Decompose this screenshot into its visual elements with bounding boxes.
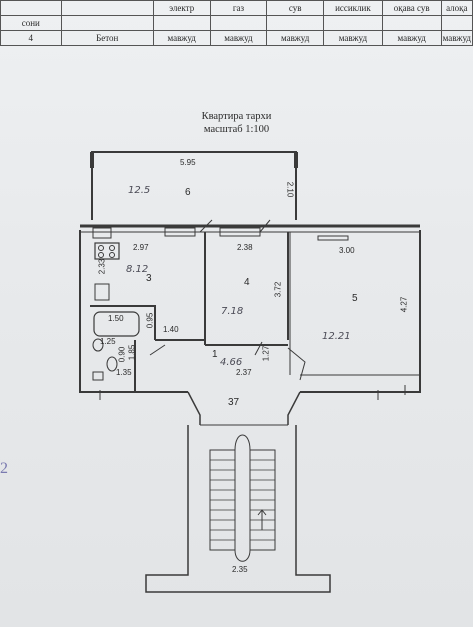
dim-room4-width: 2.38 — [237, 243, 253, 252]
outer-wall-left — [79, 230, 188, 393]
dim-hall-width: 1.40 — [163, 325, 179, 334]
kitchen-sink — [94, 283, 110, 301]
dim-balcony-width: 5.95 — [180, 158, 196, 167]
room-number-balcony: 6 — [185, 187, 191, 198]
margin-mark: 2 — [0, 460, 8, 477]
handwritten-room5-area: 12.21 — [322, 331, 351, 342]
dim-room5-depth: 4.27 — [399, 296, 409, 313]
burner — [98, 245, 104, 251]
plan-title: Квартира тархи — [201, 111, 272, 122]
dim-balcony-depth: 2.10 — [285, 181, 295, 198]
door-swing — [199, 219, 213, 233]
table-cell: мавжуд — [209, 30, 268, 46]
table-row: 4 Бетон мавжуд мавжуд мавжуд мавжуд мавж… — [0, 30, 473, 46]
stair-treads — [210, 459, 275, 541]
stair-direction-arrow — [257, 509, 267, 530]
bathtub — [93, 311, 140, 337]
property-info-table: электр газ сув иссиклик оқава сув алоқа … — [0, 0, 473, 46]
dim-stair-width: 2.35 — [232, 565, 248, 574]
handwritten-hall-area: 4.66 — [220, 357, 243, 368]
door-swing — [254, 341, 263, 356]
burner — [109, 252, 115, 258]
basin — [92, 338, 104, 352]
table-cell: мавжуд — [440, 30, 473, 46]
radiator — [317, 235, 349, 241]
dim-bath-depth: 0.95 — [145, 312, 155, 329]
dim-kitchen-width: 2.97 — [133, 243, 149, 252]
toilet — [106, 356, 118, 372]
handwritten-balcony-area: 12.5 — [128, 185, 151, 196]
balcony-outline — [91, 151, 297, 220]
dim-wc-small: 0.90 — [117, 346, 127, 363]
stair-turn — [234, 549, 251, 562]
room-number-kitchen: 3 — [146, 273, 152, 284]
table-cell: 4 — [0, 30, 62, 46]
plan-scale: масштаб 1:100 — [203, 124, 270, 135]
room-number-4: 4 — [244, 277, 250, 288]
table-row: электр газ сув иссиклик оқава сув алоқа — [0, 0, 473, 16]
stove — [94, 242, 120, 260]
table-cell: мавжуд — [323, 30, 383, 46]
stairwell-outline — [145, 425, 331, 593]
dim-bath-width: 1.50 — [108, 314, 124, 323]
outer-wall-right — [300, 230, 421, 393]
dim-corridor-width: 2.37 — [236, 368, 252, 377]
room-number-5: 5 — [352, 293, 358, 304]
burner — [109, 245, 115, 251]
dim-wc-depth: 1.85 — [127, 344, 137, 361]
stair-turn — [234, 434, 251, 451]
dim-wc-width: 1.35 — [116, 368, 132, 377]
dim-room4-depth: 3.72 — [273, 281, 283, 298]
room-number-hall: 1 — [212, 349, 218, 360]
door-swing — [287, 347, 306, 381]
handwritten-kitchen-area: 8.12 — [126, 264, 149, 275]
dim-kitchen-depth: 2.33 — [97, 258, 107, 275]
dim-wc-mini: 1.25 — [100, 337, 116, 346]
wc-tank — [92, 371, 104, 381]
dim-entrance: 37 — [228, 397, 240, 408]
table-cell: Бетон — [60, 30, 154, 46]
entrance-wall — [187, 391, 201, 425]
dim-corridor-depth: 1.27 — [261, 345, 271, 362]
door-swing — [149, 344, 166, 356]
dim-room5-width: 3.00 — [339, 246, 355, 255]
wall-bath — [90, 305, 156, 340]
table-cell: мавжуд — [381, 30, 442, 46]
handwritten-room4-area: 7.18 — [221, 306, 244, 317]
door-swing — [259, 219, 271, 233]
entrance-wall — [287, 391, 301, 425]
window-sill — [92, 227, 112, 239]
window-sill — [164, 227, 196, 237]
burner — [98, 252, 104, 258]
